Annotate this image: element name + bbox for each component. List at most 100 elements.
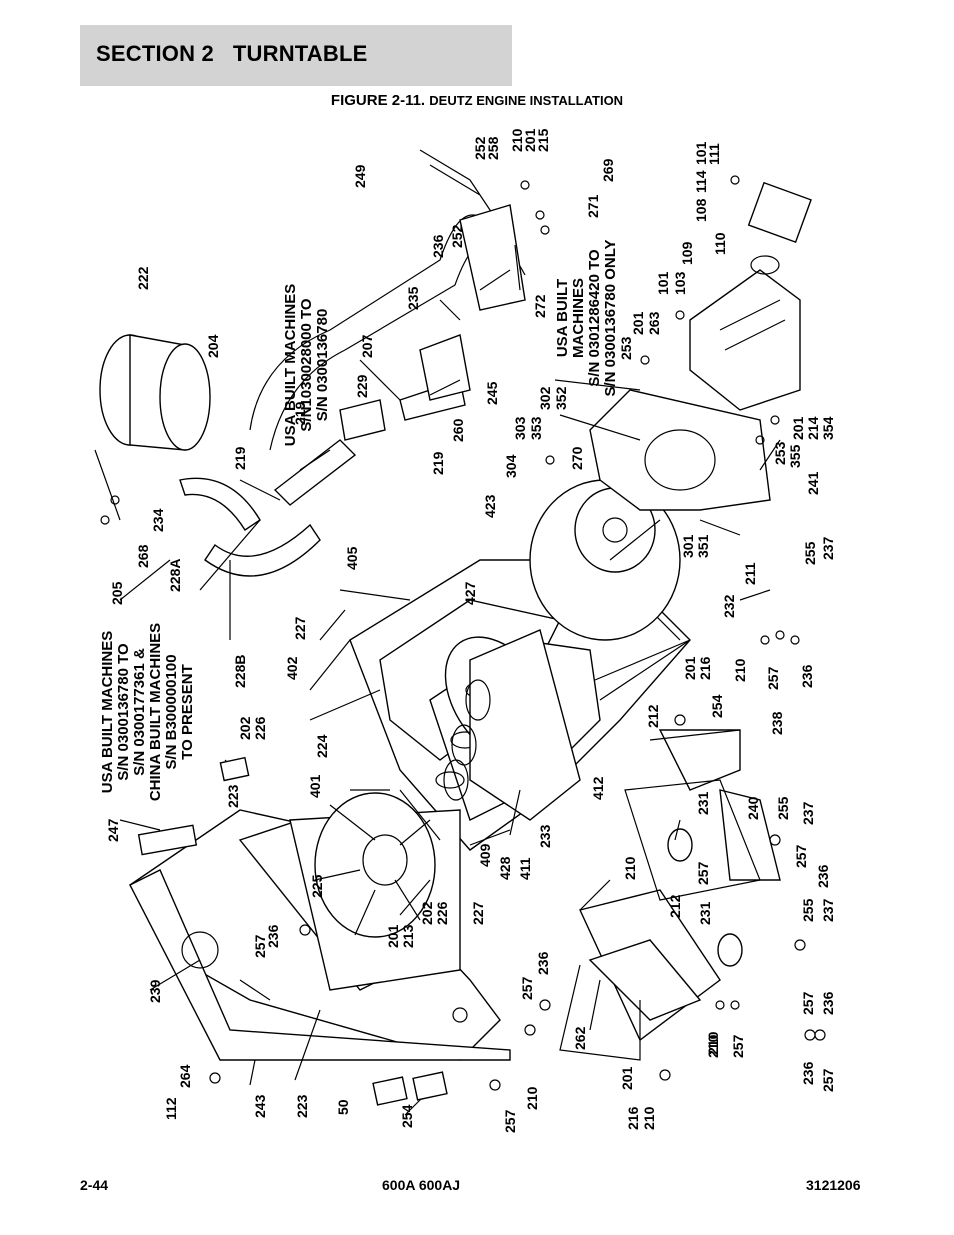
callout: 224 bbox=[314, 734, 330, 758]
callout: 237 bbox=[800, 801, 816, 825]
note-line: TO PRESENT bbox=[179, 664, 196, 760]
callout: 354 bbox=[820, 416, 836, 440]
callout: 108 bbox=[693, 198, 709, 222]
callout: 268 bbox=[135, 544, 151, 568]
callout: 245 bbox=[484, 381, 500, 405]
note-line: S/N 0300177361 & bbox=[131, 648, 148, 776]
callout: 255 bbox=[775, 796, 791, 820]
callout: 263 bbox=[646, 311, 662, 335]
callout: 225 bbox=[309, 874, 325, 898]
callout: 252 bbox=[449, 224, 465, 248]
callout: 428 bbox=[497, 856, 513, 880]
exhaust-muffler bbox=[443, 629, 581, 821]
callout: 353 bbox=[528, 416, 544, 440]
callout: 204 bbox=[205, 334, 221, 358]
callout: 255 bbox=[802, 541, 818, 565]
callout-labels: 252 258 210 201 215 269 271 249 236 252 … bbox=[105, 128, 836, 1133]
callout: 223 bbox=[294, 1094, 310, 1118]
callout: 351 bbox=[695, 534, 711, 558]
callout: 352 bbox=[553, 386, 569, 410]
callout: 212 bbox=[645, 704, 661, 728]
note-line: S/N1030028000 TO bbox=[298, 298, 315, 431]
adapter-plate bbox=[589, 389, 771, 511]
air-filter bbox=[99, 334, 211, 451]
callout: 103 bbox=[672, 271, 688, 295]
callout: 214 bbox=[805, 416, 821, 440]
callout: 112 bbox=[163, 1097, 179, 1120]
callout: 231 bbox=[697, 901, 713, 925]
callout: 272 bbox=[532, 294, 548, 318]
callout: 254 bbox=[399, 1104, 415, 1128]
note-usa-1030028000: USA BUILT MACHINES S/N1030028000 TO S/N … bbox=[282, 284, 331, 447]
callout: 202 bbox=[419, 901, 435, 925]
note-usa-0301286420: USA BUILT MACHINES S/N 0301286420 TO S/N… bbox=[554, 239, 619, 396]
footer-doc-number: 3121206 bbox=[806, 1177, 861, 1193]
callout: 229 bbox=[354, 374, 370, 398]
section-name: TURNTABLE bbox=[232, 41, 368, 66]
callout: 236 bbox=[815, 864, 831, 888]
callout: 253 bbox=[618, 336, 634, 360]
callout: 255 bbox=[800, 898, 816, 922]
callout: 210 bbox=[705, 1034, 721, 1058]
note-line: MACHINES bbox=[570, 278, 587, 358]
callout: 226 bbox=[252, 716, 268, 740]
callout: 241 bbox=[805, 471, 821, 495]
callout: 222 bbox=[135, 266, 151, 290]
callout: 233 bbox=[537, 824, 553, 848]
callout: 257 bbox=[730, 1034, 746, 1058]
callout: 228B bbox=[232, 655, 248, 688]
callout: 234 bbox=[150, 508, 166, 532]
callout: 111 bbox=[706, 143, 722, 165]
callout: 215 bbox=[535, 128, 551, 152]
callout: 114 bbox=[693, 170, 709, 193]
callout: 236 bbox=[535, 951, 551, 975]
callout: 110 bbox=[712, 232, 728, 255]
callout: 226 bbox=[434, 901, 450, 925]
callout: 228A bbox=[167, 559, 183, 592]
callout: 257 bbox=[765, 666, 781, 690]
callout: 232 bbox=[721, 594, 737, 618]
callout: 201 bbox=[682, 656, 698, 680]
callout: 211 bbox=[742, 562, 758, 585]
figure-number: FIGURE 2-11. bbox=[330, 92, 426, 109]
hardware bbox=[100, 175, 826, 1091]
callout: 201 bbox=[385, 924, 401, 948]
callout: 210 bbox=[622, 856, 638, 880]
callout: 236 bbox=[799, 664, 815, 688]
note-line: S/N 0300136780 bbox=[314, 309, 331, 422]
engine-mounts bbox=[559, 729, 781, 1061]
callout: 219 bbox=[430, 451, 446, 475]
callout: 216 bbox=[697, 656, 713, 680]
callout: 409 bbox=[477, 843, 493, 867]
callout: 257 bbox=[695, 861, 711, 885]
muffler-bracket bbox=[419, 204, 526, 401]
intake-hoses bbox=[179, 149, 526, 577]
figure-title: FIGURE 2-11. DEUTZ ENGINE INSTALLATION bbox=[0, 92, 954, 109]
callout: 257 bbox=[820, 1068, 836, 1092]
callout: 201 bbox=[619, 1066, 635, 1090]
callout: 236 bbox=[430, 234, 446, 258]
callout: 219 bbox=[232, 446, 248, 470]
callout: 219 bbox=[292, 401, 308, 425]
note-line: S/N 0300136780 ONLY bbox=[602, 239, 619, 396]
note-line: CHINA BUILT MACHINES bbox=[147, 623, 164, 801]
note-usa-china: USA BUILT MACHINES S/N 0300136780 TO S/N… bbox=[99, 623, 196, 801]
footer-model: 600A 600AJ bbox=[382, 1177, 461, 1193]
section-title: SECTION 2 TURNTABLE bbox=[96, 41, 367, 67]
callout: 207 bbox=[359, 334, 375, 358]
callout: 270 bbox=[569, 446, 585, 470]
callout: 303 bbox=[512, 416, 528, 440]
callout: 264 bbox=[177, 1064, 193, 1088]
callout: 236 bbox=[800, 1061, 816, 1085]
callout: 253 bbox=[772, 441, 788, 465]
cooling-fan bbox=[314, 792, 436, 938]
callout: 201 bbox=[522, 128, 538, 152]
flywheel-housing bbox=[529, 479, 681, 641]
figure-caption: DEUTZ ENGINE INSTALLATION bbox=[429, 93, 624, 108]
callout: 201 bbox=[630, 311, 646, 335]
callout: 252 bbox=[472, 136, 488, 160]
callout: 236 bbox=[820, 991, 836, 1015]
callout: 301 bbox=[680, 534, 696, 558]
callout: 205 bbox=[109, 581, 125, 605]
